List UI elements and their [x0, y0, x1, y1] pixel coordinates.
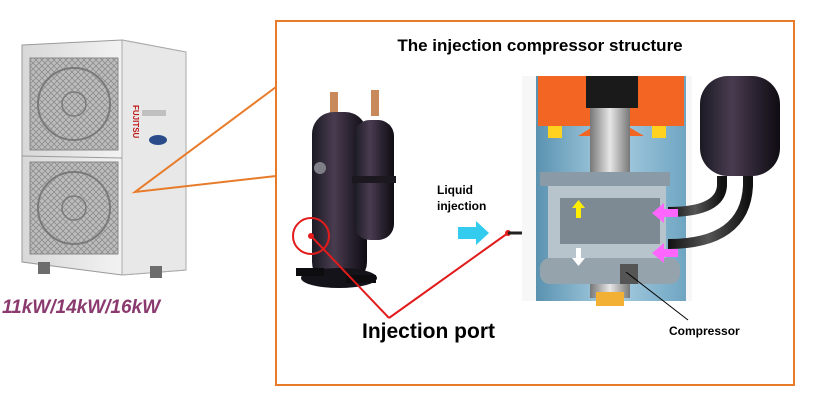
callout-frame	[131, 20, 795, 386]
liquid-injection-label-line2: injection	[437, 199, 487, 213]
inflow-arrow-icon	[652, 243, 678, 263]
injection-port-callout	[292, 217, 511, 319]
diagram-title: The injection compressor structure	[397, 36, 683, 55]
brand-logo: FUJITSU	[131, 105, 140, 139]
inflow-arrow-icon	[652, 203, 678, 223]
flow-up-arrow-icon	[572, 200, 585, 218]
compressor-label: Compressor	[669, 324, 740, 338]
compressor-pointer	[625, 271, 689, 321]
compressor-photo	[296, 90, 396, 288]
outdoor-unit-image	[21, 39, 187, 278]
liquid-arrow-icon	[458, 221, 489, 245]
injection-port-label: Injection port	[362, 320, 495, 343]
capacity-label: 11kW/14kW/16kW	[2, 297, 161, 318]
flow-down-arrow-icon	[572, 248, 585, 266]
liquid-injection-label-line1: Liquid	[437, 183, 473, 197]
compressor-cutaway	[522, 76, 780, 306]
liquid-injection-label: Liquid injection	[437, 182, 486, 214]
